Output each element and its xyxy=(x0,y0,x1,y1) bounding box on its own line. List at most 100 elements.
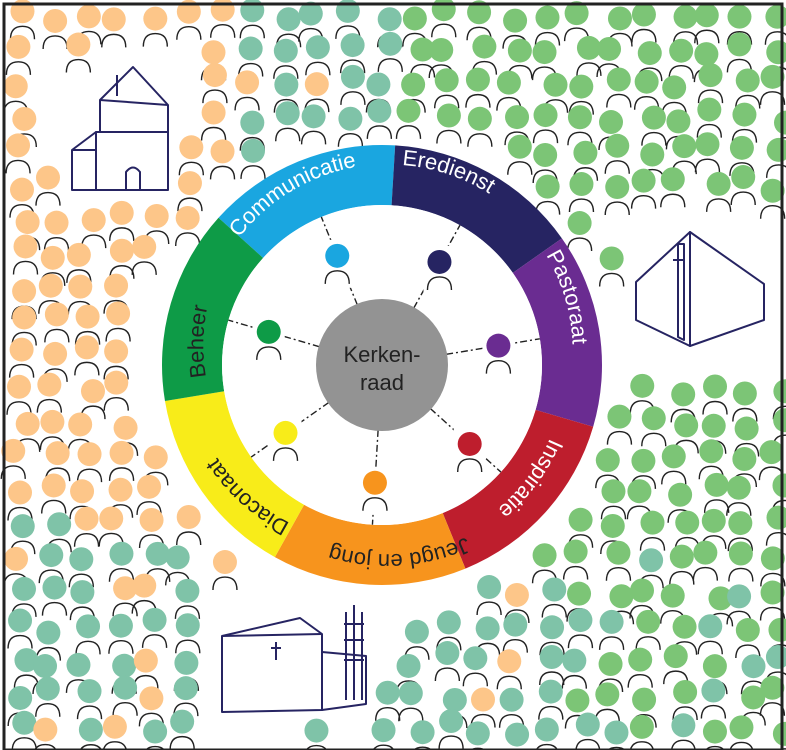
person-icon xyxy=(735,68,761,109)
person-icon xyxy=(142,6,169,47)
person-icon xyxy=(340,64,366,105)
person-icon xyxy=(275,7,302,48)
person-icon xyxy=(669,544,695,585)
person-icon xyxy=(630,168,657,209)
person-icon xyxy=(502,612,529,653)
person-icon xyxy=(694,3,720,44)
person-icon xyxy=(670,713,696,750)
person-icon xyxy=(9,177,35,218)
person-icon xyxy=(635,609,661,650)
person-icon xyxy=(65,32,92,73)
person-icon xyxy=(534,5,561,46)
person-icon xyxy=(465,67,491,108)
person-icon xyxy=(76,679,103,720)
person-icon xyxy=(604,720,629,750)
person-icon xyxy=(672,679,698,720)
person-icon xyxy=(641,105,667,146)
person-icon xyxy=(273,38,299,79)
person-icon xyxy=(534,174,561,215)
person-icon xyxy=(42,8,68,49)
person-icon xyxy=(629,714,655,750)
person-icon xyxy=(6,374,32,415)
person-icon xyxy=(726,32,753,73)
person-icon xyxy=(103,370,129,411)
member-inspiratie-icon xyxy=(453,427,486,476)
person-icon xyxy=(304,718,329,750)
person-icon xyxy=(371,718,396,750)
person-icon xyxy=(539,644,565,686)
person-icon xyxy=(697,63,724,104)
person-icon xyxy=(0,438,26,479)
person-icon xyxy=(668,38,694,79)
person-icon xyxy=(661,75,687,116)
person-icon xyxy=(532,143,558,184)
person-icon xyxy=(670,382,696,423)
person-icon xyxy=(507,134,533,175)
person-icon xyxy=(73,506,100,547)
person-icon xyxy=(12,234,39,275)
person-icon xyxy=(562,539,589,580)
member-communicatie-icon xyxy=(321,239,354,288)
person-icon xyxy=(735,618,761,659)
person-icon xyxy=(729,715,754,750)
person-icon xyxy=(35,165,61,206)
person-icon xyxy=(38,543,64,584)
person-icon xyxy=(538,679,564,720)
person-icon xyxy=(663,644,689,685)
person-icon xyxy=(80,379,106,420)
person-icon xyxy=(68,547,95,588)
person-icon xyxy=(566,211,593,252)
segment-eredienst xyxy=(391,145,562,273)
person-icon xyxy=(567,105,593,146)
segment-communicatie xyxy=(218,145,396,258)
person-icon xyxy=(13,648,40,689)
person-icon xyxy=(200,100,227,141)
person-icon xyxy=(240,138,266,179)
person-icon xyxy=(74,335,100,376)
person-icon xyxy=(174,205,201,246)
segment-inspiratie xyxy=(442,409,594,569)
person-icon xyxy=(103,339,129,380)
person-icon xyxy=(431,0,457,38)
person-icon xyxy=(398,681,424,722)
person-icon xyxy=(467,106,493,147)
person-icon xyxy=(101,7,127,48)
person-icon xyxy=(237,36,264,77)
person-icon xyxy=(176,505,202,546)
person-icon xyxy=(539,615,565,656)
person-icon xyxy=(305,35,331,76)
person-icon xyxy=(395,98,422,139)
modern-church-icon xyxy=(635,231,765,347)
person-icon xyxy=(108,613,134,654)
person-icon xyxy=(35,620,62,661)
person-icon xyxy=(102,714,128,750)
segment-beheer xyxy=(162,217,264,402)
person-icon xyxy=(33,717,58,750)
person-icon xyxy=(76,442,103,483)
person-icon xyxy=(726,475,752,516)
person-icon xyxy=(43,210,70,251)
person-icon xyxy=(436,610,462,651)
person-icon xyxy=(660,167,686,208)
person-icon xyxy=(476,575,502,616)
person-icon xyxy=(627,647,653,688)
person-icon xyxy=(174,578,201,619)
person-icon xyxy=(112,675,138,716)
person-icon xyxy=(727,511,754,552)
person-icon xyxy=(534,717,559,750)
person-icon xyxy=(81,208,107,249)
person-icon xyxy=(726,584,752,625)
old-church-tower-icon xyxy=(71,66,169,191)
bell-tower-church-icon xyxy=(221,605,367,713)
center-kerkenraad xyxy=(316,299,448,431)
person-icon xyxy=(605,540,632,581)
person-icon xyxy=(75,614,101,655)
person-icon xyxy=(44,302,70,343)
person-icon xyxy=(108,541,135,582)
member-eredienst-icon xyxy=(423,245,456,294)
person-icon xyxy=(138,686,165,727)
person-icon xyxy=(136,474,162,515)
person-icon xyxy=(568,172,595,213)
person-icon xyxy=(758,440,785,481)
